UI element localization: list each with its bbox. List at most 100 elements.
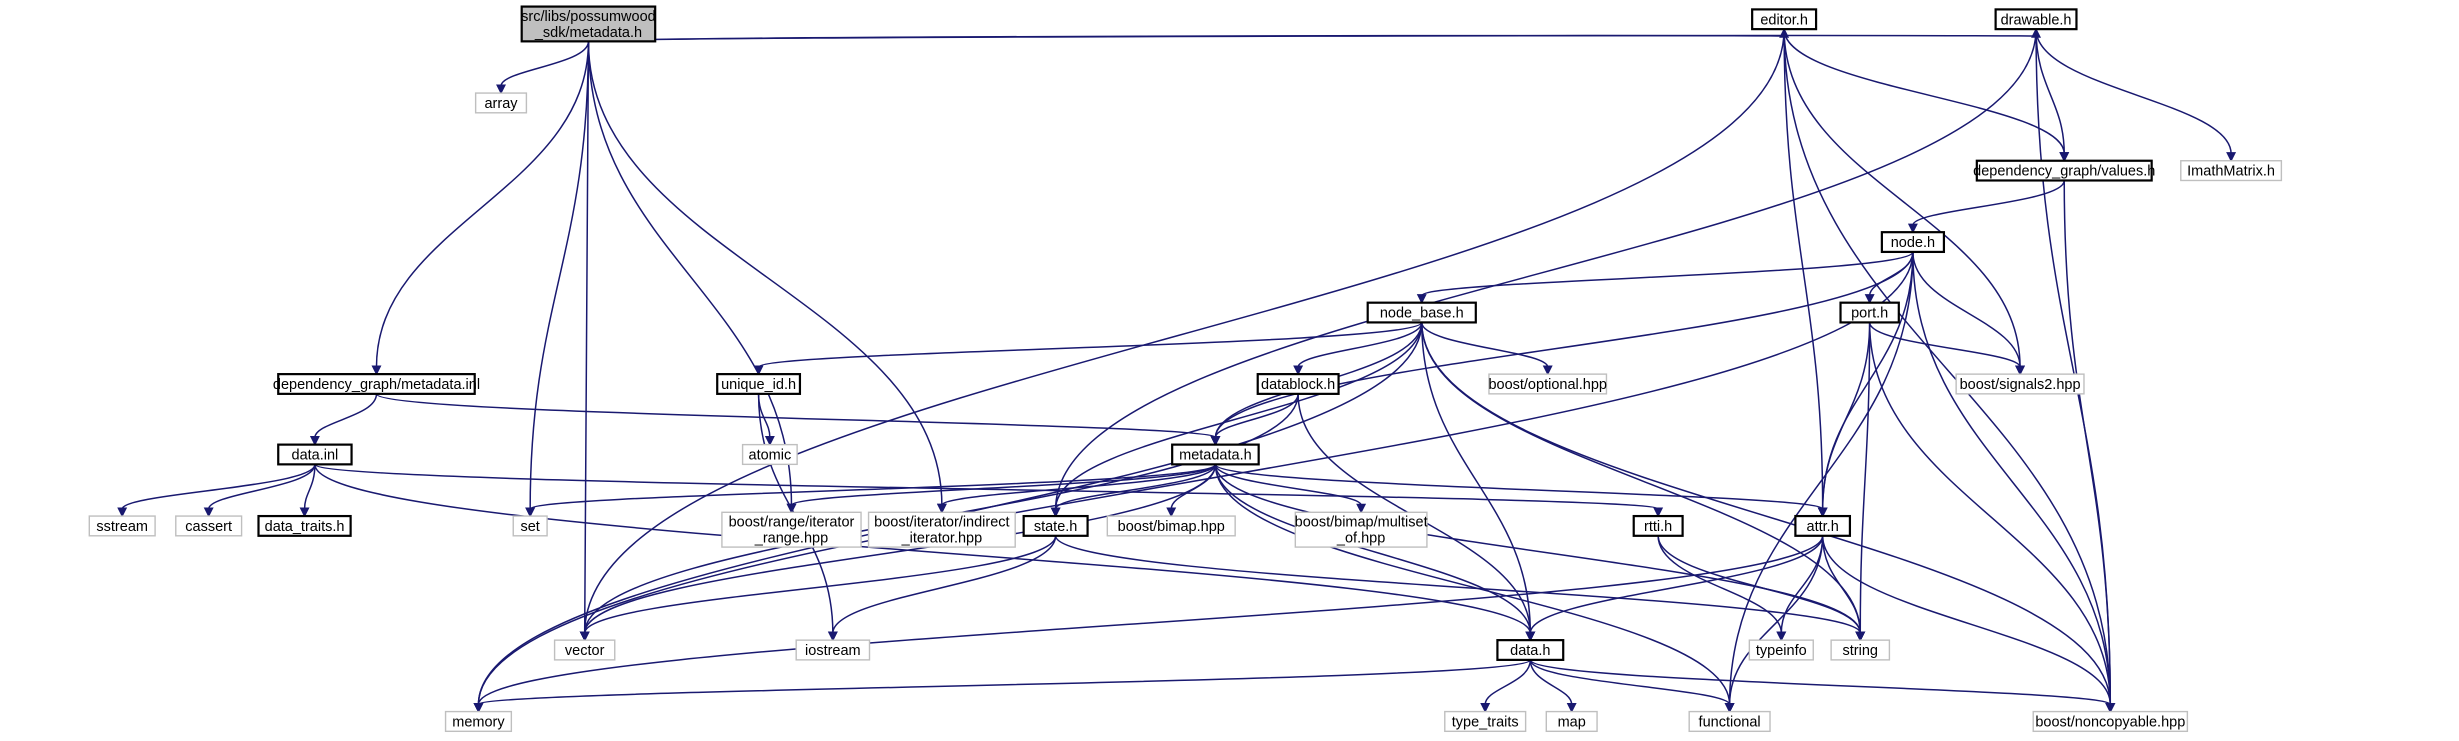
node-label: atomic <box>749 447 792 463</box>
node-label: boost/iterator/indirect <box>874 515 1009 531</box>
arrowhead <box>1855 631 1866 642</box>
node-string: string <box>1830 639 1891 661</box>
node-state[interactable]: state.h <box>1022 514 1089 537</box>
edge-datainl-to-cassert <box>203 464 316 518</box>
node-drawable[interactable]: drawable.h <box>1994 8 2078 31</box>
edge-dgmetainl-to-metadata <box>375 393 1221 446</box>
arrowhead <box>525 507 536 518</box>
edge-rtti-to-typeinfo <box>1657 535 1787 642</box>
edge-editor-to-signals2 <box>1783 29 2026 376</box>
arrowhead <box>753 365 764 376</box>
node-label: unique_id.h <box>721 377 796 393</box>
arrowhead <box>2226 152 2237 163</box>
node-uniqueid[interactable]: unique_id.h <box>716 373 802 395</box>
node-datatraits[interactable]: data_traits.h <box>257 514 352 537</box>
node-label: rtti.h <box>1644 519 1672 535</box>
arrowhead <box>764 436 775 446</box>
node-box <box>1994 8 2078 31</box>
node-label: node.h <box>1891 235 1935 251</box>
node-label: metadata.h <box>1179 447 1252 463</box>
node-label: typeinfo <box>1756 643 1807 659</box>
arrowhead <box>473 702 484 713</box>
node-box <box>2180 160 2283 182</box>
node-label: drawable.h <box>2001 12 2072 28</box>
node-box <box>1294 511 1428 548</box>
node-noncopyable: boost/noncopyable.hpp <box>2032 710 2189 733</box>
node-attr[interactable]: attr.h <box>1794 514 1852 537</box>
node-box <box>1748 639 1814 661</box>
edge-attr-to-string <box>1821 535 1866 642</box>
edge-dgmetainl-to-datainl <box>309 393 378 446</box>
edge-node-to-memory <box>473 251 1914 713</box>
node-data[interactable]: data.h <box>1496 639 1565 661</box>
node-box <box>1545 710 1598 733</box>
edge-data-to-noncopyable <box>1529 659 2116 713</box>
node-box <box>553 639 616 661</box>
node-box <box>1022 514 1089 537</box>
arrowhead <box>1864 294 1875 305</box>
edge-attr-to-typeinfo <box>1776 535 1824 642</box>
node-box <box>1496 639 1565 661</box>
node-label: data.inl <box>292 447 339 463</box>
edge-rtti-to-string <box>1657 535 1866 642</box>
node-label: memory <box>452 714 505 730</box>
node-rangeiter: boost/range/iterator_range.hpp <box>721 511 862 548</box>
arrowhead <box>1566 702 1577 713</box>
arrowhead <box>827 631 838 642</box>
node-box <box>1839 301 1900 324</box>
node-map: map <box>1545 710 1598 733</box>
arrowhead <box>1542 365 1553 376</box>
node-label: port.h <box>1851 306 1888 322</box>
edge-data-to-memory <box>473 659 1532 713</box>
edge-node-to-signals2 <box>1912 251 2026 376</box>
edge-drawable-to-dgvalues <box>2035 29 2070 163</box>
node-label: boost/bimap.hpp <box>1118 519 1225 535</box>
node-dgmetainl[interactable]: dependency_graph/metadata.inl <box>273 373 480 395</box>
arrowhead <box>1210 436 1221 446</box>
node-datainl[interactable]: data.inl <box>277 443 353 466</box>
edge-datainl-to-data <box>314 464 1536 642</box>
nodes-layer: src/libs/possumwood_sdk/metadata.harraye… <box>88 5 2283 733</box>
edge-root-to-array <box>496 41 590 95</box>
edges-layer <box>117 27 2237 713</box>
arrowhead <box>936 503 947 514</box>
arrowhead <box>1907 223 1918 234</box>
edge-attr-to-memory <box>473 535 1824 713</box>
edge-nodebase-to-boostopt <box>1421 322 1553 376</box>
node-dgvalues[interactable]: dependency_graph/values.h <box>1973 159 2155 182</box>
node-imath: ImathMatrix.h <box>2180 160 2283 182</box>
node-port[interactable]: port.h <box>1839 301 1900 324</box>
node-rtti[interactable]: rtti.h <box>1632 514 1684 537</box>
edge-root-to-set <box>525 41 590 518</box>
arrowhead <box>299 507 310 518</box>
node-label: node_base.h <box>1380 306 1464 322</box>
node-label: boost/noncopyable.hpp <box>2035 714 2185 730</box>
node-boostopt: boost/optional.hpp <box>1488 373 1608 395</box>
node-editor[interactable]: editor.h <box>1751 8 1818 31</box>
edge-datainl-to-sstream <box>117 464 316 518</box>
node-box <box>257 514 352 537</box>
node-nodebase[interactable]: node_base.h <box>1366 301 1477 324</box>
edge-data-to-typetraits <box>1480 659 1532 713</box>
node-datablock[interactable]: datablock.h <box>1256 373 1340 395</box>
arrowhead <box>203 507 214 518</box>
edge-metadata-to-vector <box>579 464 1217 642</box>
edge-node-to-noncopyable <box>1912 251 2116 713</box>
arrowhead <box>1817 507 1828 518</box>
arrowhead <box>117 507 128 518</box>
node-node[interactable]: node.h <box>1880 231 1946 254</box>
node-root[interactable]: src/libs/possumwood_sdk/metadata.h <box>520 5 657 43</box>
node-label: data.h <box>1510 643 1550 659</box>
arrowhead <box>2059 152 2070 163</box>
arrowhead <box>1050 507 1061 518</box>
edge-drawable-to-state <box>1050 29 2037 518</box>
node-label: attr.h <box>1807 519 1839 535</box>
arrowhead <box>496 84 506 95</box>
node-metadata[interactable]: metadata.h <box>1171 443 1260 466</box>
node-box <box>1366 301 1477 324</box>
edge-port-to-string <box>1855 322 1871 642</box>
node-label: iostream <box>805 643 861 659</box>
arrowhead <box>1724 702 1735 713</box>
node-label: boost/signals2.hpp <box>1960 377 2081 393</box>
node-box <box>277 443 353 466</box>
